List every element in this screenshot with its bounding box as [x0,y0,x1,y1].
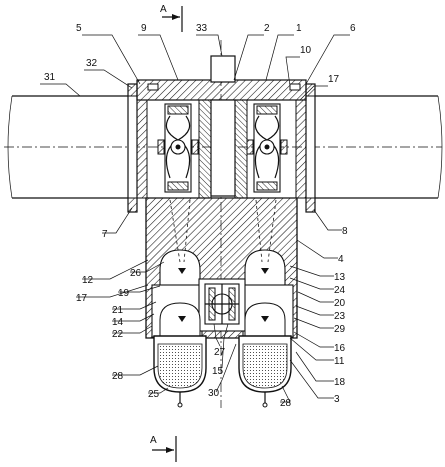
label-32: 32 [86,58,98,69]
bottom-bowls [153,335,292,408]
label-8: 8 [342,226,348,237]
label-17b: 17 [76,293,88,304]
label-12: 12 [82,275,94,286]
label-27: 27 [214,347,226,358]
label-14: 14 [112,317,124,328]
label-24: 24 [334,285,346,296]
section-marker-bottom: A [150,435,177,462]
label-20: 20 [334,298,346,309]
label-28b: 28 [280,398,292,409]
label-30: 30 [208,388,220,399]
label-7: 7 [102,229,108,240]
reference-labels: 5 9 33 2 1 6 32 10 31 17 7 8 4 12 26 13 … [44,23,356,409]
label-22: 22 [112,329,124,340]
label-2: 2 [264,23,270,34]
lower-body [145,197,298,339]
label-10: 10 [300,45,312,56]
label-13: 13 [334,272,346,283]
label-6: 6 [350,23,356,34]
label-25: 25 [148,389,160,400]
label-3: 3 [334,394,340,405]
label-29: 29 [334,324,346,335]
label-18: 18 [334,377,346,388]
label-17a: 17 [328,74,340,85]
section-marker-top: A [160,4,183,32]
label-11: 11 [334,356,345,367]
label-9: 9 [141,23,147,34]
leader-lines [40,34,350,403]
label-5: 5 [76,23,82,34]
label-33: 33 [196,23,208,34]
section-label-top: A [160,4,167,15]
label-21: 21 [112,305,124,316]
label-15: 15 [212,366,224,377]
rotor-left [157,103,199,193]
label-23: 23 [334,311,346,322]
label-19: 19 [118,288,130,299]
shaft-2 [210,55,236,197]
pipe-31 [7,95,443,199]
section-label-bottom: A [150,435,157,446]
label-16: 16 [334,343,346,354]
label-4: 4 [338,254,344,265]
rotor-right [246,103,288,193]
label-28a: 28 [112,371,124,382]
label-1: 1 [296,23,302,34]
label-26: 26 [130,268,142,279]
label-31: 31 [44,72,56,83]
housing-cap [136,79,307,101]
